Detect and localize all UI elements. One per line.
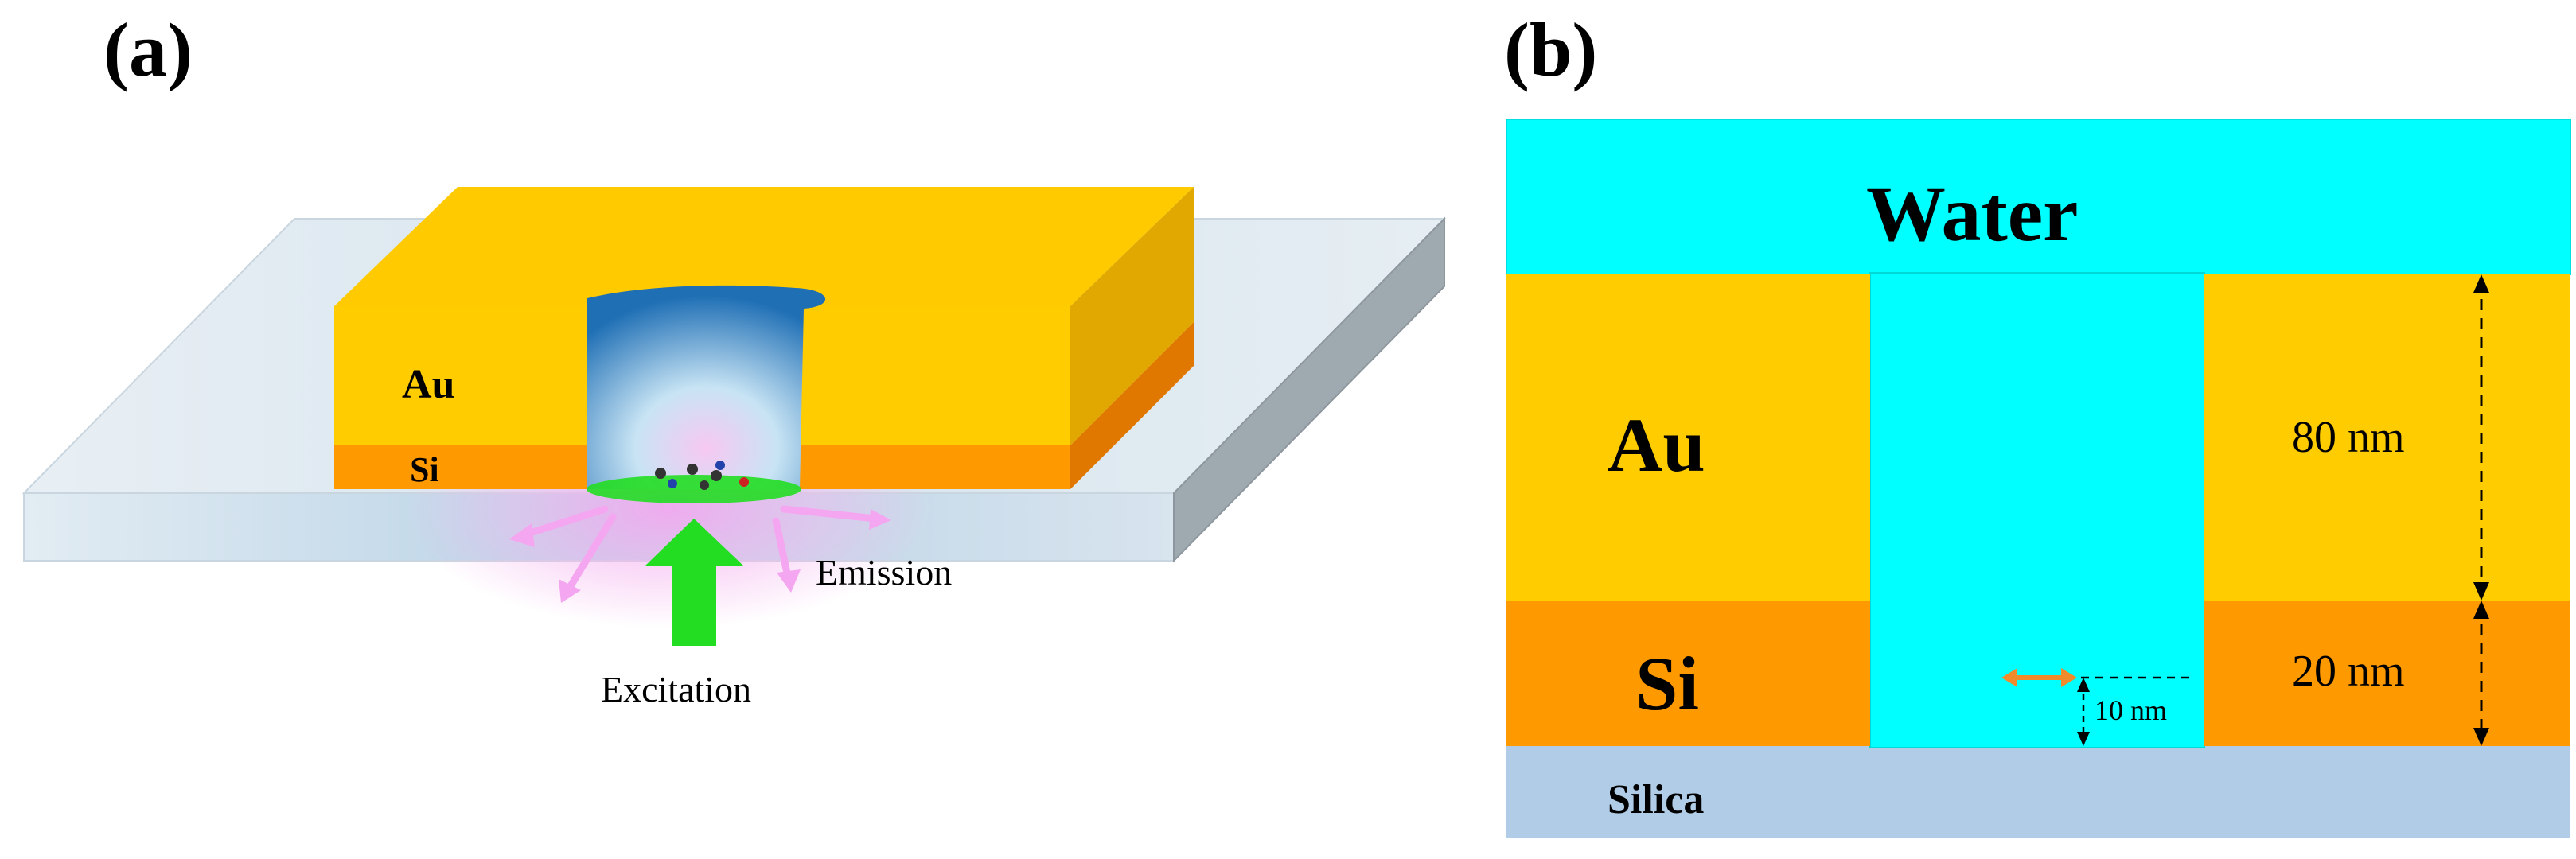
si-left	[1506, 601, 1870, 746]
dim-20nm-label: 20 nm	[2292, 647, 2405, 696]
panel-b: (b)	[1504, 7, 2571, 838]
layer-au-label: Au	[402, 362, 454, 407]
water-label: Water	[1866, 169, 2079, 258]
si-right	[2204, 601, 2570, 746]
au-label: Au	[1608, 402, 1705, 488]
panel-a: (a)	[21, 7, 1447, 709]
panel-b-label: (b)	[1504, 7, 1597, 92]
dim-80nm-label: 80 nm	[2292, 413, 2405, 462]
panel-a-label: (a)	[103, 7, 193, 92]
well-bottom	[587, 475, 801, 503]
dimension-10nm	[2077, 676, 2196, 746]
au-block-side	[1070, 187, 1194, 445]
si-layer-side	[1070, 322, 1194, 489]
nanowell	[587, 285, 826, 489]
au-block-top	[334, 187, 1194, 306]
silica-layer	[1506, 746, 2570, 838]
dimension-20nm	[2473, 601, 2489, 746]
layer-si-label: Si	[410, 450, 439, 489]
silica-label: Silica	[1608, 777, 1704, 822]
emission-arrows	[509, 505, 891, 603]
dimension-80nm	[2473, 274, 2489, 601]
au-left	[1506, 274, 1870, 601]
si-label: Si	[1635, 641, 1699, 726]
dim-10nm-label: 10 nm	[2095, 694, 2167, 726]
au-right	[2204, 274, 2570, 601]
emission-label: Emission	[816, 552, 952, 593]
gap-double-arrow	[2001, 668, 2077, 687]
excitation-label: Excitation	[601, 669, 751, 709]
substrate-side	[1173, 216, 1445, 563]
excitation-arrow	[645, 519, 744, 646]
molecules	[655, 461, 749, 490]
